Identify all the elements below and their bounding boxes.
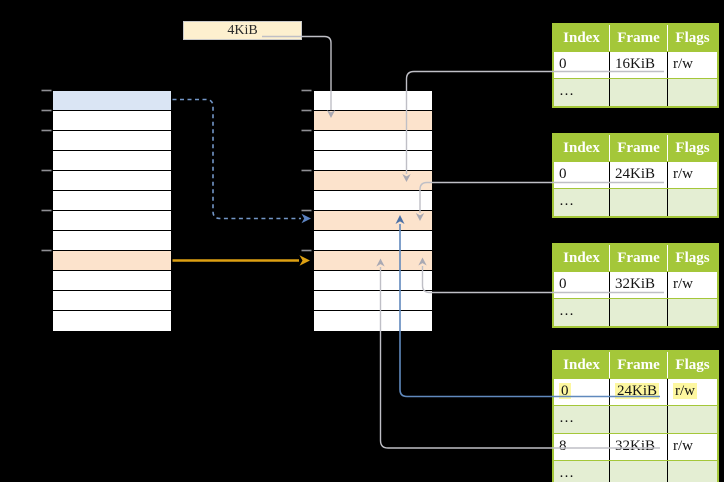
page-table-3-header: Index Frame Flags — [554, 245, 717, 271]
page-table-1: Index Frame Flags 0 16KiB r/w … — [552, 23, 719, 108]
arrow-virtual8-to-physical8 — [172, 255, 310, 266]
index-cell: 0 — [554, 379, 609, 405]
index-cell: … — [559, 193, 574, 209]
table-row: 0 24KiB r/w — [554, 161, 717, 188]
index-cell: 0 — [559, 56, 567, 72]
index-cell: … — [559, 83, 574, 99]
column-header-flags: Flags — [667, 245, 717, 271]
column-header-flags: Flags — [667, 135, 717, 161]
column-header-index: Index — [563, 140, 600, 156]
index-cell: 0 — [559, 166, 567, 182]
page-table-4: Index Frame Flags 0 24KiB r/w … 8 32KiB … — [552, 350, 719, 482]
page-table-1-header: Index Frame Flags — [554, 25, 717, 51]
physical-memory-table — [313, 90, 433, 332]
physical-memory-row-7 — [314, 231, 432, 251]
column-header-flags: Flags — [667, 352, 717, 378]
physical-memory-row-10 — [314, 291, 432, 311]
frame-cell — [609, 461, 667, 482]
column-header-frame: Frame — [609, 25, 667, 51]
page-table-2-header: Index Frame Flags — [554, 135, 717, 161]
physical-memory-row-6 — [314, 211, 432, 231]
highlighted-value: 0 — [559, 383, 571, 399]
column-header-index: Index — [563, 30, 600, 46]
flags-cell — [667, 461, 717, 482]
flags-cell: r/w — [667, 379, 717, 405]
physical-memory-row-11 — [314, 311, 432, 331]
flags-cell: r/w — [667, 52, 717, 78]
virtual-memory-row-10 — [53, 291, 171, 311]
virtual-memory-row-6 — [53, 211, 171, 231]
flags-cell — [667, 189, 717, 216]
virtual-memory-row-7 — [53, 231, 171, 251]
table-row-ellipsis: … — [554, 405, 717, 433]
index-cell: … — [559, 303, 574, 319]
virtual-memory-row-11 — [53, 311, 171, 331]
virtual-memory-row-0 — [53, 91, 171, 111]
frame-cell: 24KiB — [609, 162, 667, 188]
table-row: 0 16KiB r/w — [554, 51, 717, 78]
page-table-3: Index Frame Flags 0 32KiB r/w … — [552, 243, 719, 328]
physical-memory-row-8 — [314, 251, 432, 271]
physical-memory-row-2 — [314, 131, 432, 151]
frame-cell — [609, 406, 667, 433]
frame-cell — [609, 189, 667, 216]
flags-cell: r/w — [667, 434, 717, 460]
flags-cell: r/w — [667, 272, 717, 298]
frame-cell: 32KiB — [609, 434, 667, 460]
physical-memory-row-5 — [314, 191, 432, 211]
flags-cell — [667, 406, 717, 433]
frame-cell: 24KiB — [609, 379, 667, 405]
column-header-flags: Flags — [667, 25, 717, 51]
flags-cell — [667, 299, 717, 326]
physical-memory-row-3 — [314, 151, 432, 171]
table-row-ellipsis: … — [554, 188, 717, 216]
virtual-memory-row-9 — [53, 271, 171, 291]
index-cell: … — [559, 410, 574, 426]
table-row: 0 32KiB r/w — [554, 271, 717, 298]
virtual-memory-row-4 — [53, 171, 171, 191]
highlighted-value: r/w — [673, 383, 697, 399]
column-header-frame: Frame — [609, 352, 667, 378]
highlighted-value: 24KiB — [615, 383, 660, 399]
physical-memory-row-4 — [314, 171, 432, 191]
column-header-index: Index — [563, 250, 600, 266]
table-row-ellipsis: … — [554, 78, 717, 106]
physical-memory-row-0 — [314, 91, 432, 111]
frame-cell: 16KiB — [609, 52, 667, 78]
page-table-2: Index Frame Flags 0 24KiB r/w … — [552, 133, 719, 218]
index-cell: … — [559, 465, 574, 481]
virtual-memory-row-2 — [53, 131, 171, 151]
virtual-memory-row-1 — [53, 111, 171, 131]
column-header-frame: Frame — [609, 245, 667, 271]
index-cell: 0 — [559, 276, 567, 292]
virtual-memory-row-3 — [53, 151, 171, 171]
table-row: 8 32KiB r/w — [554, 433, 717, 460]
table-row-ellipsis: … — [554, 298, 717, 326]
table-row-ellipsis: … — [554, 460, 717, 482]
column-header-frame: Frame — [609, 135, 667, 161]
flags-cell: r/w — [667, 162, 717, 188]
arrow-virtual0-to-physical6 — [172, 98, 311, 224]
physical-memory-row-9 — [314, 271, 432, 291]
page-size-label: 4KiB — [183, 21, 302, 40]
frame-cell: 32KiB — [609, 272, 667, 298]
index-cell: 8 — [559, 438, 567, 454]
frame-cell — [609, 299, 667, 326]
table-row-highlighted: 0 24KiB r/w — [554, 378, 717, 405]
virtual-memory-row-8 — [53, 251, 171, 271]
physical-memory-row-1 — [314, 111, 432, 131]
flags-cell — [667, 79, 717, 106]
frame-cell — [609, 79, 667, 106]
virtual-memory-row-5 — [53, 191, 171, 211]
column-header-index: Index — [563, 357, 600, 373]
page-table-4-header: Index Frame Flags — [554, 352, 717, 378]
virtual-memory-table — [52, 90, 172, 332]
